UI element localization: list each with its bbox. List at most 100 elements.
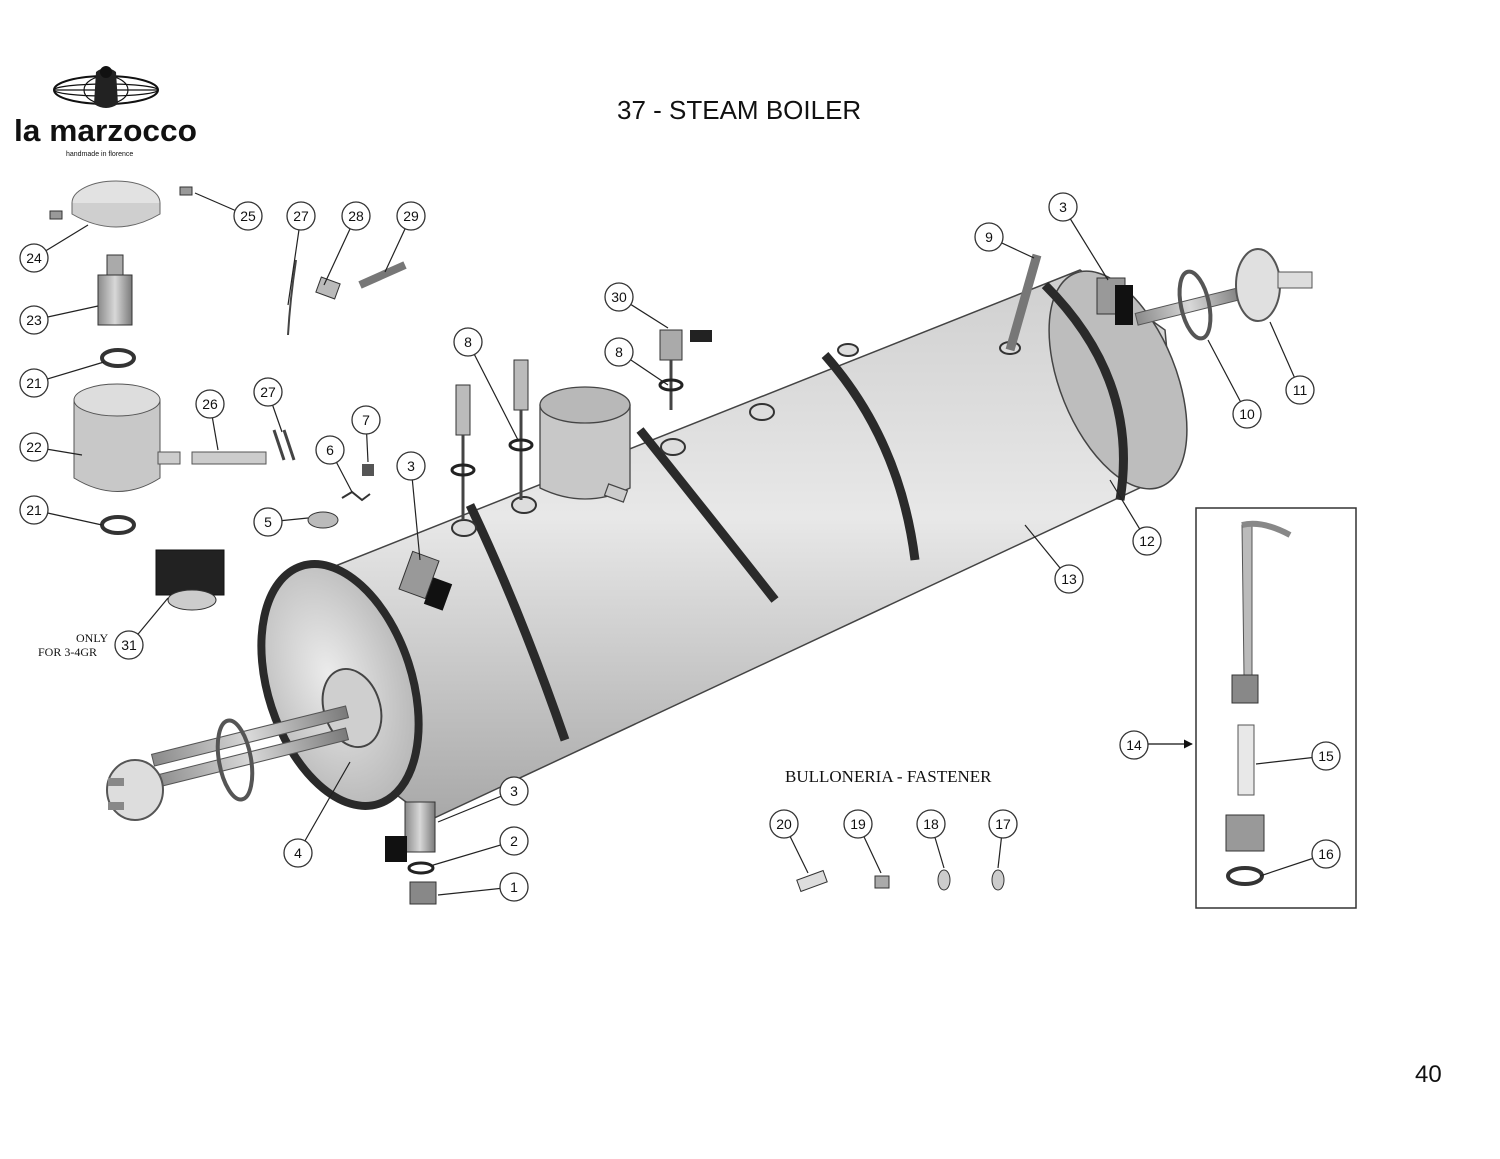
callout-7: 7: [351, 405, 381, 435]
leader-line-27: [287, 215, 302, 306]
callout-3: 3: [1048, 192, 1078, 222]
callout-circle: [19, 368, 49, 398]
cap: [71, 180, 161, 228]
callout-circle: [19, 305, 49, 335]
bottom-fittings: [385, 801, 437, 905]
callout-number: 10: [1239, 406, 1255, 422]
callout-27: 27: [286, 201, 316, 231]
callout-12: 12: [1132, 526, 1162, 556]
fastener-parts: [796, 869, 1005, 893]
callout-31: 31: [114, 630, 144, 660]
callout-number: 3: [1059, 199, 1067, 215]
callout-circle: [988, 809, 1018, 839]
screw-25: [179, 186, 193, 196]
callout-number: 20: [776, 816, 792, 832]
level-probes: [450, 359, 534, 520]
page-title: 37 - STEAM BOILER: [617, 95, 861, 125]
fastener-label: BULLONERIA - FASTENER: [785, 767, 992, 786]
callout-circle: [1132, 526, 1162, 556]
callout-6: 6: [315, 435, 345, 465]
screw-24: [49, 210, 63, 220]
callout-circle: [499, 826, 529, 856]
callout-20: 20: [769, 809, 799, 839]
callout-circle: [253, 377, 283, 407]
callout-number: 28: [348, 208, 364, 224]
callout-23: 23: [19, 305, 49, 335]
heating-element-right: [1134, 248, 1313, 341]
callout-circle: [974, 222, 1004, 252]
callout-30: 30: [604, 282, 634, 312]
brand-tagline: handmade in florence: [66, 151, 133, 158]
callout-number: 9: [985, 229, 993, 245]
steam-boiler-tank: [257, 269, 1188, 821]
callout-number: 15: [1318, 748, 1334, 764]
valve-top: [398, 550, 453, 611]
callout-number: 30: [611, 289, 627, 305]
callout-circle: [1311, 839, 1341, 869]
callout-number: 8: [464, 334, 472, 350]
callout-circle: [1311, 741, 1341, 771]
callout-11: 11: [1285, 375, 1315, 405]
callout-number: 3: [407, 458, 415, 474]
callout-circle: [453, 327, 483, 357]
clip: [272, 429, 296, 461]
callout-circle: [233, 201, 263, 231]
callout-number: 22: [26, 439, 42, 455]
callout-circle: [253, 507, 283, 537]
callout-circle: [499, 872, 529, 902]
callout-number: 7: [362, 412, 370, 428]
callout-number: 2: [510, 833, 518, 849]
callout-1: 1: [499, 872, 529, 902]
callout-13: 13: [1054, 564, 1084, 594]
callout-circle: [1232, 399, 1262, 429]
callout-number: 13: [1061, 571, 1077, 587]
plug-7: [362, 464, 374, 476]
callout-8: 8: [604, 337, 634, 367]
leader-line-4: [297, 761, 351, 854]
valve-right: [1096, 277, 1133, 325]
safety-valve: [97, 254, 133, 326]
pressure-switch: [155, 549, 225, 611]
callout-number: 27: [293, 208, 309, 224]
callout-number: 1: [510, 879, 518, 895]
sensor-cup: [539, 386, 631, 503]
callout-number: 14: [1126, 737, 1142, 753]
callout-number: 19: [850, 816, 866, 832]
note-31-line2: FOR 3-4GR: [38, 645, 97, 659]
callout-24: 24: [19, 243, 49, 273]
callout-circle: [604, 282, 634, 312]
callout-number: 31: [121, 637, 137, 653]
callout-26: 26: [195, 389, 225, 419]
callout-18: 18: [916, 809, 946, 839]
callout-27: 27: [253, 377, 283, 407]
note-31-line1: ONLY: [76, 631, 108, 645]
callout-circle: [315, 435, 345, 465]
callout-15: 15: [1311, 741, 1341, 771]
callout-28: 28: [341, 201, 371, 231]
callout-number: 29: [403, 208, 419, 224]
globe-lion-icon: [53, 66, 159, 108]
callout-29: 29: [396, 201, 426, 231]
vent-pipe: [1005, 253, 1042, 352]
callout-21: 21: [19, 495, 49, 525]
callout-number: 4: [294, 845, 302, 861]
callout-number: 16: [1318, 846, 1334, 862]
subassembly-14-parts: [1225, 520, 1292, 886]
thermostat-5: [307, 511, 339, 529]
heating-element: [106, 705, 350, 821]
callout-circle: [283, 838, 313, 868]
gasket-21-top: [100, 348, 136, 368]
callout-circle: [19, 243, 49, 273]
brand-name: la marzocco: [14, 113, 197, 148]
callout-3: 3: [396, 451, 426, 481]
callout-circle: [19, 432, 49, 462]
callout-number: 24: [26, 250, 42, 266]
callout-5: 5: [253, 507, 283, 537]
sleeve-cup: [73, 383, 181, 492]
callout-circle: [1048, 192, 1078, 222]
callout-circle: [769, 809, 799, 839]
callout-number: 6: [326, 442, 334, 458]
callout-19: 19: [843, 809, 873, 839]
